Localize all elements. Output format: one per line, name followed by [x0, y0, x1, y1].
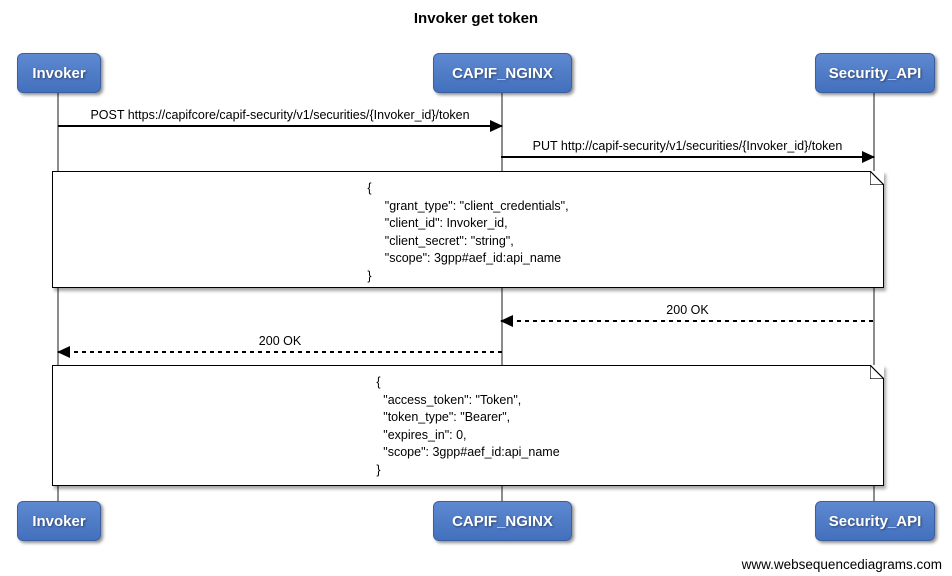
note-text: { "grant_type": "client_credentials", "c… — [367, 181, 569, 283]
note-dogear-icon — [870, 171, 884, 185]
arrowhead-right-icon — [490, 120, 503, 132]
actor-invoker-bottom: Invoker — [17, 501, 101, 541]
diagram-title: Invoker get token — [413, 10, 539, 27]
actor-label: CAPIF_NGINX — [452, 64, 553, 82]
watermark: www.websequencediagrams.com — [741, 557, 942, 572]
message-post-token: POST https://capifcore/capif-security/v1… — [58, 107, 503, 132]
actor-label: Security_API — [828, 512, 922, 530]
message-line-solid — [58, 120, 503, 132]
arrowhead-left-icon — [57, 346, 70, 358]
lifeline-invoker — [57, 92, 59, 502]
message-label: 200 OK — [666, 303, 709, 317]
message-line-dashed — [500, 315, 874, 327]
note-request-body: { "grant_type": "client_credentials", "c… — [52, 171, 884, 288]
message-line-dashed — [57, 346, 502, 358]
note-text: { "access_token": "Token", "token_type":… — [376, 375, 560, 477]
lifeline-capif-nginx — [501, 92, 503, 502]
message-line-solid — [501, 151, 875, 163]
note-response-body: { "access_token": "Token", "token_type":… — [52, 365, 884, 486]
note-dogear-icon — [870, 365, 884, 379]
actor-capif-nginx-top: CAPIF_NGINX — [433, 53, 572, 93]
actor-security-api-top: Security_API — [815, 53, 935, 93]
actor-label: Security_API — [828, 64, 922, 82]
actor-security-api-bottom: Security_API — [815, 501, 935, 541]
message-200-ok-capif-to-invoker: 200 OK — [57, 333, 502, 358]
actor-label: CAPIF_NGINX — [452, 512, 553, 530]
message-put-token: PUT http://capif-security/v1/securities/… — [501, 138, 875, 163]
actor-label: Invoker — [32, 512, 86, 530]
arrowhead-left-icon — [500, 315, 513, 327]
message-label: PUT http://capif-security/v1/securities/… — [532, 139, 843, 153]
message-label: 200 OK — [258, 334, 302, 348]
actor-invoker-top: Invoker — [17, 53, 101, 93]
actor-label: Invoker — [32, 64, 86, 82]
lifeline-security-api — [873, 92, 875, 502]
arrowhead-right-icon — [862, 151, 875, 163]
message-label: POST https://capifcore/capif-security/v1… — [90, 108, 470, 122]
actor-capif-nginx-bottom: CAPIF_NGINX — [433, 501, 572, 541]
message-200-ok-security-to-capif: 200 OK — [500, 302, 874, 327]
